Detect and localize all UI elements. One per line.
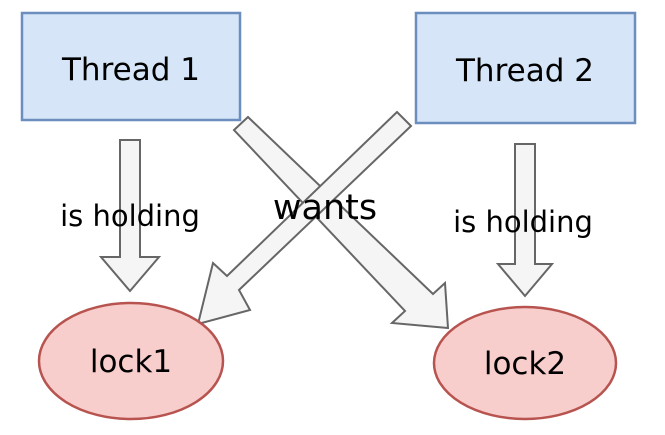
wants-arrow-thread2-to-lock1 xyxy=(196,110,413,326)
holding-label-right: is holding xyxy=(453,205,593,239)
lock-1-ellipse xyxy=(37,301,225,421)
lock-1-label: lock1 xyxy=(90,344,172,380)
thread-2-box xyxy=(414,11,637,125)
thread-1-label: Thread 1 xyxy=(61,52,200,88)
wants-arrow-thread1-to-lock2 xyxy=(232,115,450,330)
holding-label-left: is holding xyxy=(60,199,200,233)
holding-arrow-left xyxy=(98,139,162,293)
thread-1-box xyxy=(20,11,242,122)
thread-2-label: Thread 2 xyxy=(455,53,594,89)
lock-2-ellipse xyxy=(432,305,618,421)
wants-label: wants xyxy=(273,188,377,228)
lock-2-label: lock2 xyxy=(484,346,566,382)
holding-arrow-right xyxy=(495,143,555,298)
